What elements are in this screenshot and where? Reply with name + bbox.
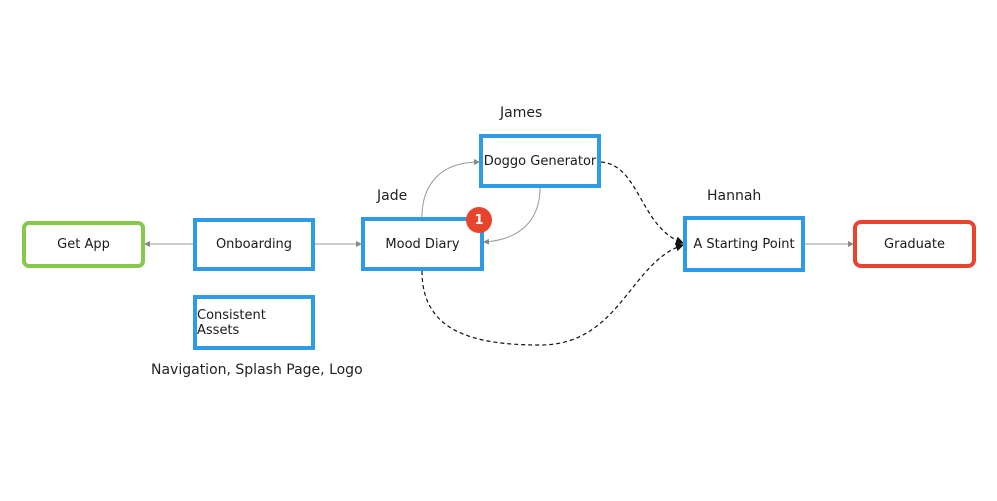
node-consistent-assets[interactable]: Consistent Assets: [193, 295, 315, 350]
edge-mood-diary-to-starting-point: [421, 243, 685, 346]
edge-mood-diary-to-doggo-generator: [421, 159, 480, 218]
assets-note-label: Navigation, Splash Page, Logo: [151, 362, 363, 378]
owner-label-hannah: Hannah: [707, 188, 762, 204]
node-graduate[interactable]: Graduate: [853, 220, 976, 268]
edge-doggo-generator-to-mood-diary: [483, 187, 541, 245]
node-mood-diary[interactable]: Mood Diary: [361, 217, 484, 271]
owner-label-james: James: [500, 105, 543, 121]
node-doggo-generator[interactable]: Doggo Generator: [479, 134, 601, 188]
node-onboarding[interactable]: Onboarding: [193, 218, 315, 271]
owner-label-jade: Jade: [377, 188, 408, 204]
notification-badge[interactable]: 1: [466, 207, 492, 233]
node-starting-point[interactable]: A Starting Point: [683, 216, 805, 272]
edge-doggo-generator-to-starting-point: [600, 161, 685, 245]
node-get-app[interactable]: Get App: [22, 221, 145, 268]
